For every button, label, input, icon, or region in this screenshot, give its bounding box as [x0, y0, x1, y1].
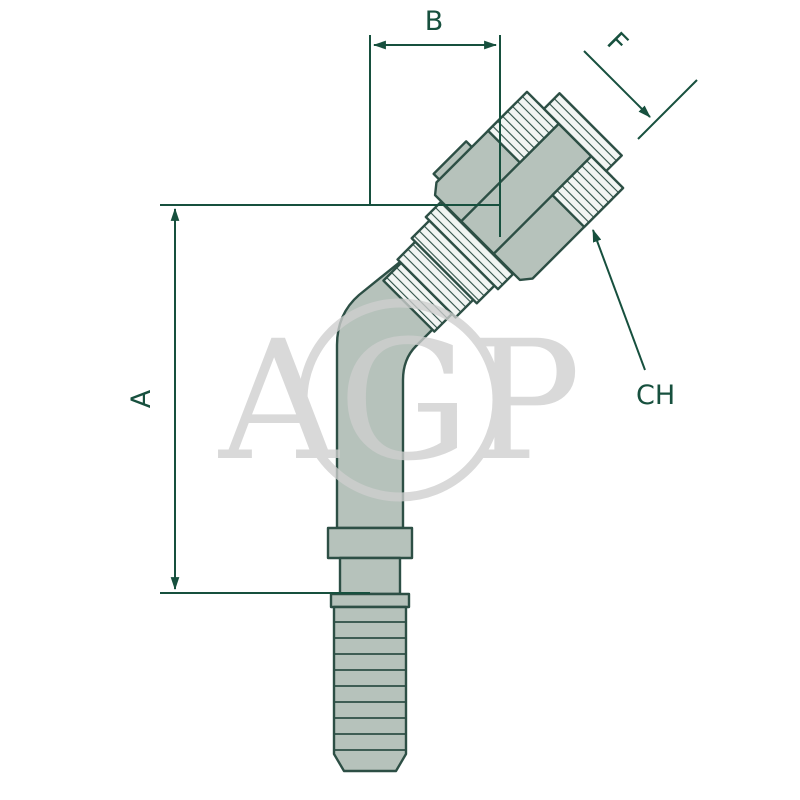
dim-ch-label: CH	[636, 380, 675, 411]
watermark-text: AGP	[218, 305, 581, 497]
dim-f-line	[583, 50, 651, 118]
hose-stop-bead	[329, 592, 411, 609]
nut-section-hatch-bottom	[551, 155, 625, 229]
dimension-lines	[160, 35, 698, 594]
watermark-circle	[298, 298, 502, 502]
watermark: AGP	[218, 298, 581, 502]
nut-section-hatch-top	[486, 90, 560, 164]
fitting-body	[326, 90, 625, 773]
dim-b-label: B	[425, 6, 444, 37]
stop-collar	[326, 526, 414, 560]
dim-f-label: F	[601, 27, 634, 60]
hose-shank	[332, 605, 408, 773]
neck	[338, 556, 402, 596]
dim-f-extension	[637, 79, 698, 140]
barb-ridges	[333, 621, 407, 751]
nut-assembly	[382, 90, 625, 333]
dim-ch-leader	[592, 228, 646, 371]
dim-a-label: A	[126, 389, 157, 408]
nut-face-ring	[542, 92, 623, 173]
